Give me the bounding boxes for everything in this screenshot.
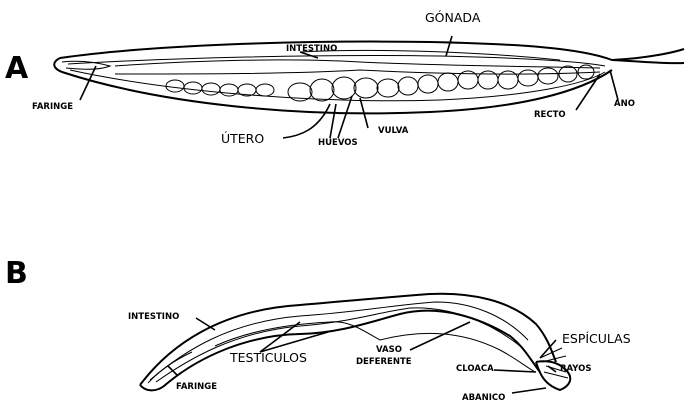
male-nematode-body bbox=[140, 294, 556, 391]
label-vaso: VASO bbox=[376, 345, 402, 355]
label-testiculos: TESTÍCULOS bbox=[229, 350, 307, 365]
label-faringe-a: FARINGE bbox=[32, 102, 73, 112]
label-utero: ÚTERO bbox=[221, 131, 264, 146]
intestine-a bbox=[115, 60, 600, 68]
label-huevos: HUEVOS bbox=[318, 138, 358, 148]
label-ano: ANO bbox=[614, 99, 635, 109]
label-faringe-b: FARINGE bbox=[176, 382, 217, 392]
label-gonada: GÓNADA bbox=[425, 10, 481, 25]
panel-a-leaders bbox=[80, 36, 618, 138]
label-deferente: DEFERENTE bbox=[356, 357, 412, 367]
label-abanico: ABANICO bbox=[462, 393, 505, 403]
eggs-row bbox=[166, 65, 594, 101]
label-intestino-b: INTESTINO bbox=[128, 312, 179, 322]
label-espiculas: ESPÍCULAS bbox=[562, 331, 631, 346]
label-recto: RECTO bbox=[534, 110, 566, 120]
label-vulva: VULVA bbox=[378, 126, 409, 136]
label-rayos: RAYOS bbox=[560, 364, 592, 374]
female-nematode-body bbox=[54, 42, 684, 114]
panel-b-letter: B bbox=[5, 256, 28, 291]
label-intestino-a: INTESTINO bbox=[286, 44, 337, 54]
label-cloaca: CLOACA bbox=[456, 364, 494, 374]
panel-a-letter: A bbox=[5, 51, 29, 86]
